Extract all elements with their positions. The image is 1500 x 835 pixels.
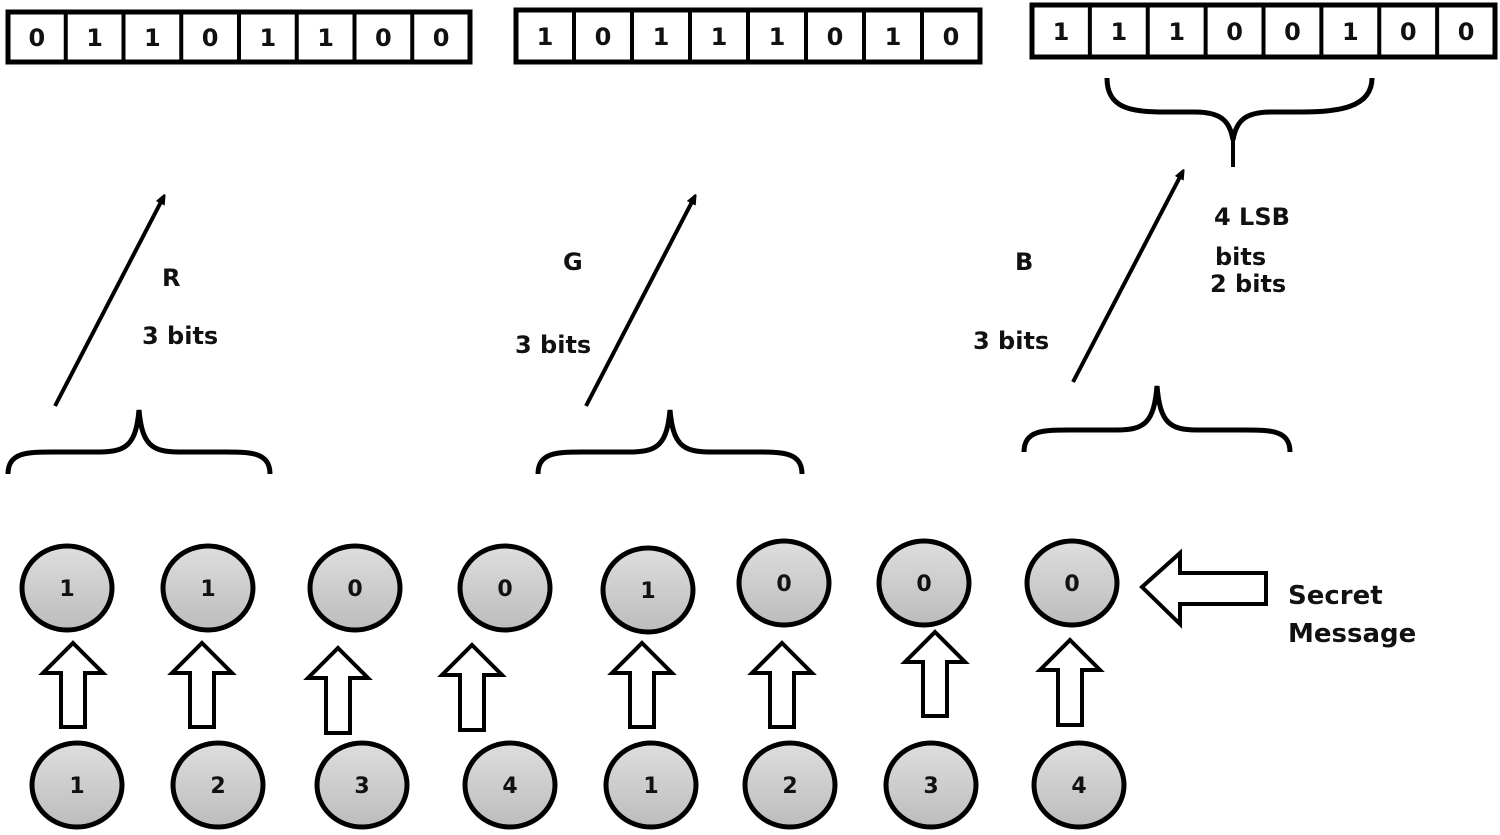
lsb-note-line1: 4 LSB bbox=[1214, 203, 1290, 231]
bit-cell: 1 bbox=[260, 24, 277, 52]
secret-message-line1: Secret bbox=[1288, 581, 1383, 611]
secret-bit-value: 1 bbox=[59, 577, 74, 602]
secret-bit-value: 1 bbox=[640, 579, 655, 604]
position-index-value: 4 bbox=[1071, 774, 1086, 799]
bit-cell: 0 bbox=[375, 24, 392, 52]
bit-cell: 1 bbox=[885, 23, 902, 51]
bit-cell: 0 bbox=[943, 23, 960, 51]
channel-label-b: B bbox=[1015, 248, 1033, 276]
secret-bit-circle bbox=[160, 543, 256, 633]
secret-bit-circle bbox=[600, 545, 696, 635]
channel-label-g: G bbox=[563, 248, 583, 276]
up-arrow-icon bbox=[900, 629, 970, 718]
bits-label-g: 3 bits bbox=[515, 331, 591, 359]
brace-r bbox=[5, 409, 273, 475]
secret-bit-circle bbox=[19, 543, 115, 633]
position-index-value: 4 bbox=[502, 774, 517, 799]
lsb-note-line3: 2 bits bbox=[1210, 270, 1286, 298]
secret-bit-value: 0 bbox=[916, 572, 931, 597]
bit-cell: 1 bbox=[317, 24, 334, 52]
position-index-circle bbox=[1031, 740, 1127, 830]
up-arrow-icon bbox=[437, 642, 507, 732]
bit-cell: 1 bbox=[1053, 18, 1070, 46]
arrow-g bbox=[584, 198, 694, 407]
bit-cell: 1 bbox=[86, 24, 103, 52]
position-index-circle bbox=[742, 740, 838, 830]
lsb-note-line2: bits bbox=[1215, 243, 1266, 271]
byte-register-g: 1 0 1 1 1 0 1 0 bbox=[513, 7, 983, 65]
bit-cell: 1 bbox=[1168, 18, 1185, 46]
secret-bit-circle bbox=[876, 538, 972, 628]
brace-b bbox=[1021, 385, 1293, 453]
bit-cell: 1 bbox=[1342, 18, 1359, 46]
position-index-value: 1 bbox=[643, 774, 658, 799]
position-index-value: 3 bbox=[923, 774, 938, 799]
bit-cell: 1 bbox=[769, 23, 786, 51]
bit-cell: 0 bbox=[29, 24, 46, 52]
position-index-circle bbox=[29, 740, 125, 830]
position-index-circle bbox=[883, 740, 979, 830]
position-index-circle bbox=[314, 740, 410, 830]
up-arrow-icon bbox=[607, 640, 677, 729]
secret-bit-value: 0 bbox=[347, 577, 362, 602]
channel-braces bbox=[5, 385, 1293, 475]
bit-cell: 0 bbox=[827, 23, 844, 51]
bit-circles: 1 1 1 2 0 3 0 4 1 1 0 2 0 3 0 4 bbox=[19, 538, 1127, 830]
secret-bit-circle bbox=[457, 543, 553, 633]
bits-label-b: 3 bits bbox=[973, 327, 1049, 355]
bit-cell: 0 bbox=[202, 24, 219, 52]
secret-bit-circle bbox=[307, 543, 403, 633]
position-index-value: 2 bbox=[782, 774, 797, 799]
secret-bit-circle bbox=[1024, 538, 1120, 628]
up-arrow-icon bbox=[38, 640, 108, 729]
bit-cell: 1 bbox=[1110, 18, 1127, 46]
bit-cell: 0 bbox=[595, 23, 612, 51]
secret-bit-circle bbox=[736, 538, 832, 628]
lsb-brace bbox=[1104, 77, 1375, 141]
bit-cell: 1 bbox=[144, 24, 161, 52]
secret-message-line2: Message bbox=[1288, 619, 1416, 649]
position-index-value: 1 bbox=[69, 774, 84, 799]
up-arrow-icon bbox=[1035, 637, 1105, 727]
bit-cell: 0 bbox=[1400, 18, 1417, 46]
secret-bit-value: 0 bbox=[776, 572, 791, 597]
bit-cell: 1 bbox=[537, 23, 554, 51]
position-index-value: 3 bbox=[354, 774, 369, 799]
up-arrow-icon bbox=[747, 640, 817, 729]
byte-register-r: 0 1 1 0 1 1 0 0 bbox=[5, 9, 473, 65]
position-index-circle bbox=[170, 740, 266, 830]
secret-bit-value: 0 bbox=[1064, 572, 1079, 597]
position-index-value: 2 bbox=[210, 774, 225, 799]
position-index-circle bbox=[603, 740, 699, 830]
up-arrow-icon bbox=[167, 640, 237, 729]
secret-bit-value: 1 bbox=[200, 577, 215, 602]
position-index-circle bbox=[462, 740, 558, 830]
bit-cell: 0 bbox=[433, 24, 450, 52]
secret-bit-value: 0 bbox=[497, 577, 512, 602]
byte-register-b: 1 1 1 0 0 1 0 0 bbox=[1029, 2, 1498, 60]
arrow-r bbox=[53, 198, 163, 407]
secret-message-arrow bbox=[1139, 548, 1268, 629]
bit-cell: 0 bbox=[1284, 18, 1301, 46]
bits-label-r: 3 bits bbox=[142, 322, 218, 350]
channel-label-r: R bbox=[162, 264, 180, 292]
bit-cell: 1 bbox=[711, 23, 728, 51]
arrow-b bbox=[1071, 173, 1182, 383]
up-arrow-icon bbox=[303, 645, 373, 735]
brace-g bbox=[535, 409, 805, 475]
bit-cell: 0 bbox=[1226, 18, 1243, 46]
bit-cell: 1 bbox=[653, 23, 670, 51]
bit-cell: 0 bbox=[1458, 18, 1475, 46]
